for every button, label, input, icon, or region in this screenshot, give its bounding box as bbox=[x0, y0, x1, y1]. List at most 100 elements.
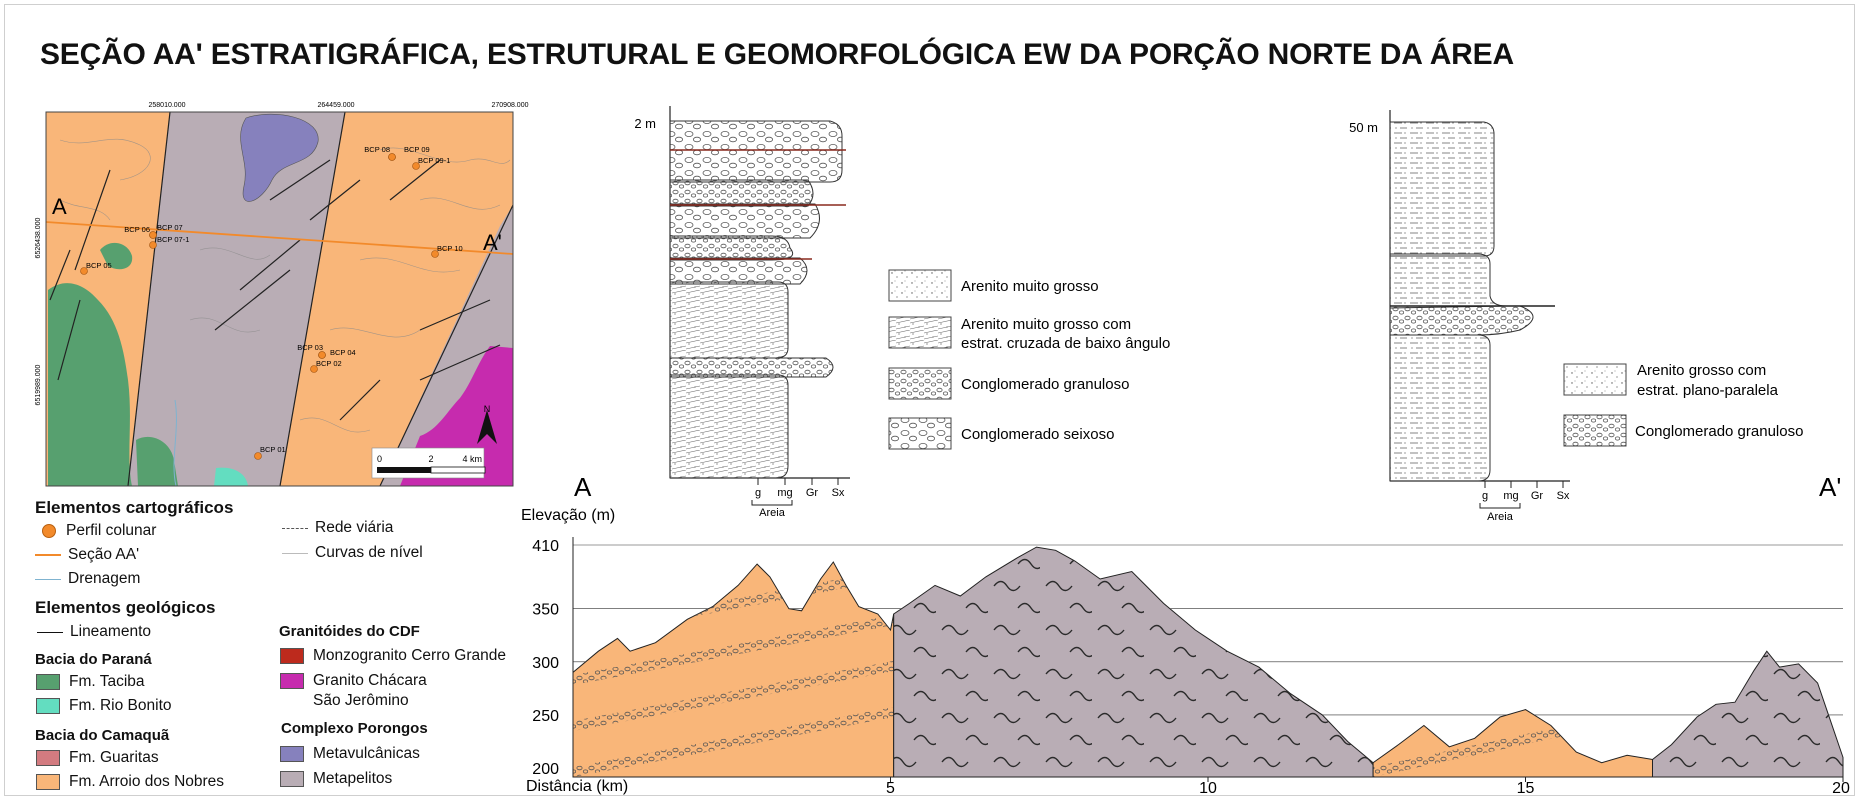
sampling-point-label: BCP 02 bbox=[316, 359, 342, 368]
map-section-line bbox=[46, 221, 513, 255]
sampling-point-label: BCP 09-1 bbox=[418, 156, 450, 165]
column1-axis-mg: mg bbox=[777, 487, 792, 499]
lineamento-line-icon bbox=[37, 631, 63, 633]
column2-axis-g: g bbox=[1482, 490, 1488, 502]
swatch-arenito-cruzado bbox=[888, 316, 952, 349]
column2-legend-1a: Arenito grosso com bbox=[1637, 362, 1766, 379]
figure-frame bbox=[4, 4, 1855, 796]
sampling-point-label: BCP 06 bbox=[124, 225, 150, 234]
profile-units bbox=[572, 546, 1844, 778]
map-label-a: A bbox=[52, 194, 67, 219]
metapelitos-swatch bbox=[280, 771, 304, 787]
column1-surfaces bbox=[670, 149, 846, 260]
map-coord-top-2: 264459.000 bbox=[318, 102, 355, 109]
map-label-a-prime: A' bbox=[483, 230, 502, 255]
topographic-profile: A A' Elevação (m) Distância (km) 4103503… bbox=[521, 472, 1850, 797]
column1-axis-sx: Sx bbox=[832, 487, 845, 499]
profile-label-a: A bbox=[574, 472, 592, 502]
column1-legend-1: Arenito muito grosso bbox=[961, 278, 1099, 295]
map-coord-left-1: 6526438.000 bbox=[35, 217, 42, 258]
bed-conglomerado-seixoso-2 bbox=[669, 203, 820, 239]
conglomerate-band bbox=[573, 661, 894, 731]
map-border bbox=[45, 111, 514, 487]
scale-tick-0: 0 bbox=[377, 454, 382, 464]
legend-geologicos-title: Elementos geológicos bbox=[35, 598, 216, 617]
column2-legend-1b: estrat. plano-paralela bbox=[1637, 382, 1779, 399]
legend-metavulcanicas: Metavulcânicas bbox=[280, 745, 420, 763]
profile-y-tick: 300 bbox=[532, 655, 559, 672]
profile-xlabel: Distância (km) bbox=[526, 778, 628, 795]
sampling-point-marker bbox=[388, 153, 396, 161]
map-lineaments bbox=[49, 112, 513, 486]
bed-arenito-plano-upper bbox=[1389, 121, 1495, 257]
profile-unit-pattern bbox=[1652, 651, 1843, 777]
column2-scale: 50 m bbox=[1349, 120, 1378, 135]
map-north-arrow: N bbox=[477, 404, 497, 444]
legend-curvas-nivel: Curvas de nível bbox=[282, 544, 423, 562]
column1-legend-2a: Arenito muito grosso com bbox=[961, 316, 1131, 333]
swatch-arenito-muito-grosso bbox=[888, 269, 952, 302]
north-label: N bbox=[484, 404, 491, 414]
map-unit-rio-bonito bbox=[214, 467, 248, 486]
metavulcanicas-swatch bbox=[280, 746, 304, 762]
monzogranito-swatch bbox=[280, 648, 304, 664]
bed-conglomerado-granuloso bbox=[669, 357, 834, 378]
map-unit-metavulcanicas bbox=[240, 113, 319, 202]
profile-y-tick: 410 bbox=[532, 538, 559, 555]
bed-arenito-plano-lower bbox=[1389, 334, 1491, 482]
taciba-swatch bbox=[36, 674, 60, 690]
map-contours bbox=[59, 138, 511, 433]
legend-drenagem: Drenagem bbox=[35, 570, 140, 588]
sampling-point-label: BCP 10 bbox=[437, 244, 463, 253]
scale-tick-4: 4 km bbox=[462, 454, 482, 464]
map-scale-bar: 0 2 4 km bbox=[371, 447, 486, 479]
sampling-point-marker bbox=[254, 452, 262, 460]
profile-x-tick: 15 bbox=[1517, 780, 1535, 797]
column2-axis-gr: Gr bbox=[1531, 490, 1544, 502]
map-coord-top-1: 258010.000 bbox=[149, 102, 186, 109]
map-unit-taciba bbox=[48, 283, 132, 486]
map-drainage bbox=[173, 399, 177, 486]
legend-parana-title: Bacia do Paraná bbox=[35, 651, 152, 668]
conglomerate-band bbox=[573, 615, 894, 685]
profile-y-tick: 250 bbox=[532, 708, 559, 725]
column1-axis-gr: Gr bbox=[806, 487, 819, 499]
swatch-arenito-grosso-plano bbox=[1563, 363, 1627, 396]
sampling-point-label: BCP 08 bbox=[364, 145, 390, 154]
column2-axis-sx: Sx bbox=[1557, 490, 1570, 502]
legend-lineamento: Lineamento bbox=[37, 623, 151, 641]
conglomerate-band bbox=[1373, 615, 1652, 685]
map-unit-metapelitos-west bbox=[128, 112, 345, 486]
conglomerate-band bbox=[1373, 569, 1652, 639]
column2-legend-2: Conglomerado granuloso bbox=[1635, 423, 1803, 440]
legend-granito-chacara: Granito Chácara bbox=[280, 672, 427, 690]
rede-viaria-line-icon bbox=[282, 527, 308, 529]
legend-secao: Seção AA' bbox=[35, 546, 139, 564]
sampling-point-marker bbox=[310, 365, 318, 373]
legend-rio-bonito: Fm. Rio Bonito bbox=[36, 697, 172, 715]
granito-chacara-swatch bbox=[280, 673, 304, 689]
legend-camaqua-title: Bacia do Camaquã bbox=[35, 727, 170, 744]
column1-legend-2b: estrat. cruzada de baixo ângulo bbox=[961, 335, 1170, 352]
legend-porongos-title: Complexo Porongos bbox=[281, 720, 428, 737]
column1-legend-3: Conglomerado granuloso bbox=[961, 376, 1129, 393]
sampling-point-label: BCP 01 bbox=[260, 445, 286, 454]
bed-conglomerado-granuloso bbox=[1389, 305, 1534, 336]
profile-unit-pattern bbox=[893, 547, 1374, 777]
column1-axis-group: Areia bbox=[759, 507, 786, 519]
arroio-nobres-swatch bbox=[36, 774, 60, 790]
sampling-point-marker bbox=[149, 231, 157, 239]
sampling-point-label: BCP 03 bbox=[297, 343, 323, 352]
map-unit-taciba-small bbox=[100, 242, 133, 270]
legend-taciba: Fm. Taciba bbox=[36, 673, 145, 691]
profile-x-tick: 10 bbox=[1199, 780, 1217, 797]
sampling-point-label: BCP 07-1 bbox=[157, 235, 189, 244]
map-coord-left-2: 6519989.000 bbox=[35, 364, 42, 405]
bed-conglomerado-seixoso-3 bbox=[669, 257, 808, 285]
sampling-point-marker bbox=[149, 241, 157, 249]
sampling-point-marker bbox=[318, 351, 326, 359]
sampling-point-label: BCP 05 bbox=[86, 261, 112, 270]
